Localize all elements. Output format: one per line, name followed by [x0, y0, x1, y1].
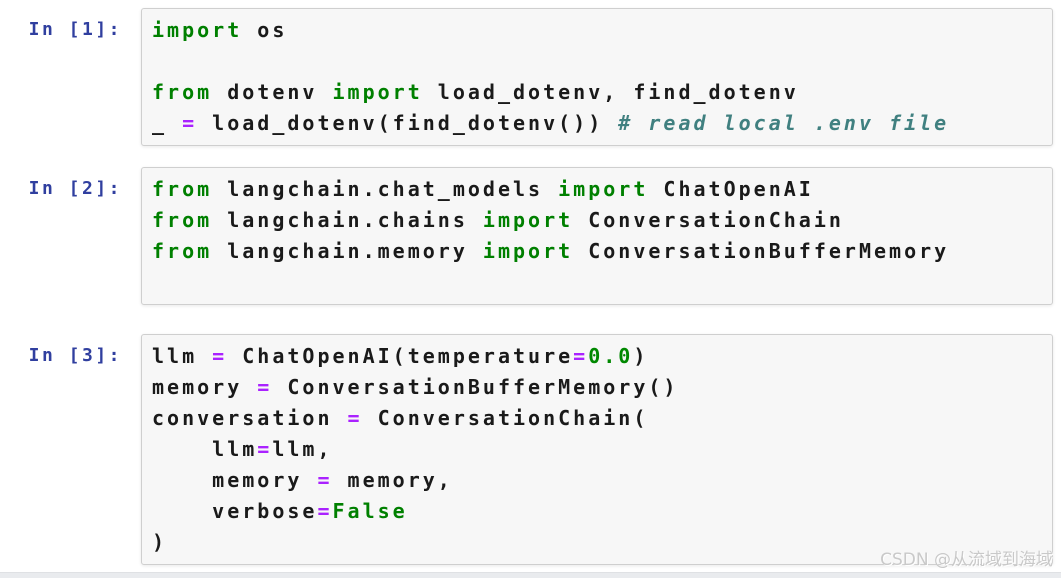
- code-token-op: =: [317, 499, 333, 523]
- code-cell: In [3]:llm = ChatOpenAI(temperature=0.0)…: [0, 334, 1061, 565]
- code-token-pl: dotenv: [212, 80, 333, 104]
- code-token-pl: llm: [152, 437, 258, 461]
- code-line: [152, 46, 1052, 77]
- code-token-kw: import: [482, 239, 574, 263]
- code-token-pl: ChatOpenAI: [648, 177, 814, 201]
- code-line: _ = load_dotenv(find_dotenv()) # read lo…: [152, 108, 1052, 139]
- code-token-op: =: [257, 375, 273, 399]
- code-token-kw: import: [482, 208, 574, 232]
- code-content: from langchain.chat_models import ChatOp…: [152, 174, 1052, 298]
- code-input-area[interactable]: from langchain.chat_models import ChatOp…: [141, 167, 1053, 305]
- code-token-kw: from: [152, 208, 213, 232]
- code-content: llm = ChatOpenAI(temperature=0.0)memory …: [152, 341, 1052, 558]
- code-line: llm = ChatOpenAI(temperature=0.0): [152, 341, 1052, 372]
- cell-prompt: In [1]:: [28, 19, 122, 40]
- code-token-kw: import: [152, 18, 243, 42]
- code-line: from langchain.chains import Conversatio…: [152, 205, 1052, 236]
- code-token-pl: os: [242, 18, 288, 42]
- code-cell: In [1]: import os from dotenv import load_…: [0, 8, 1061, 146]
- cell-prompt: In [3]:: [28, 345, 122, 366]
- code-line: [152, 267, 1052, 298]
- code-input-area[interactable]: llm = ChatOpenAI(temperature=0.0)memory …: [141, 334, 1053, 565]
- code-token-pl: memory: [152, 468, 318, 492]
- code-token-pl: ): [633, 344, 649, 368]
- code-line: from langchain.memory import Conversatio…: [152, 236, 1052, 267]
- code-token-op: =: [347, 406, 363, 430]
- code-input-area[interactable]: import os from dotenv import load_dotenv,…: [141, 8, 1053, 146]
- code-token-pl: langchain.memory: [212, 239, 483, 263]
- code-token-op: =: [573, 344, 589, 368]
- code-token-pl: ): [152, 530, 168, 554]
- code-token-pl: ConversationBufferMemory(): [272, 375, 679, 399]
- code-token-kw: False: [332, 499, 408, 523]
- code-token-pl: langchain.chat_models: [212, 177, 559, 201]
- cell-prompt: In [2]:: [28, 178, 122, 199]
- code-token-pl: ConversationChain(: [362, 406, 649, 430]
- code-token-pl: llm: [152, 344, 213, 368]
- cell-list: In [1]: import os from dotenv import load_…: [0, 8, 1061, 565]
- code-token-pl: ConversationChain: [573, 208, 844, 232]
- code-token-pl: verbose: [152, 499, 318, 523]
- code-line: conversation = ConversationChain(: [152, 403, 1052, 434]
- code-token-kw: from: [152, 239, 213, 263]
- code-line: verbose=False: [152, 496, 1052, 527]
- code-token-pl: _: [152, 111, 183, 135]
- code-line: ): [152, 527, 1052, 558]
- code-token-pl: langchain.chains: [212, 208, 483, 232]
- code-line: import os: [152, 15, 1052, 46]
- code-content: import os from dotenv import load_dotenv,…: [152, 15, 1052, 139]
- code-token-kw: import: [558, 177, 649, 201]
- code-line: from langchain.chat_models import ChatOp…: [152, 174, 1052, 205]
- code-line: memory = ConversationBufferMemory(): [152, 372, 1052, 403]
- code-line: llm=llm,: [152, 434, 1052, 465]
- code-token-num: 0.0: [588, 344, 634, 368]
- csdn-watermark: CSDN @从流域到海域: [880, 550, 1053, 570]
- code-token-pl: ChatOpenAI(temperature: [227, 344, 574, 368]
- code-token-pl: conversation: [152, 406, 348, 430]
- code-token-cm: # read local .env file: [618, 111, 950, 135]
- code-token-pl: memory,: [332, 468, 453, 492]
- code-token-kw: from: [152, 177, 213, 201]
- code-token-kw: import: [332, 80, 423, 104]
- code-token-kw: from: [152, 80, 213, 104]
- code-token-op: =: [212, 344, 228, 368]
- code-token-op: =: [257, 437, 273, 461]
- code-line: memory = memory,: [152, 465, 1052, 496]
- code-token-op: =: [317, 468, 333, 492]
- code-cell: In [2]: from langchain.chat_models import…: [0, 167, 1061, 305]
- code-line: from dotenv import load_dotenv, find_dot…: [152, 77, 1052, 108]
- next-cell-top-edge: [0, 572, 1061, 578]
- code-token-pl: llm,: [272, 437, 333, 461]
- code-token-pl: load_dotenv, find_dotenv: [422, 80, 799, 104]
- code-token-op: =: [182, 111, 198, 135]
- code-token-pl: ConversationBufferMemory: [573, 239, 950, 263]
- code-token-pl: memory: [152, 375, 258, 399]
- code-token-pl: load_dotenv(find_dotenv()): [197, 111, 619, 135]
